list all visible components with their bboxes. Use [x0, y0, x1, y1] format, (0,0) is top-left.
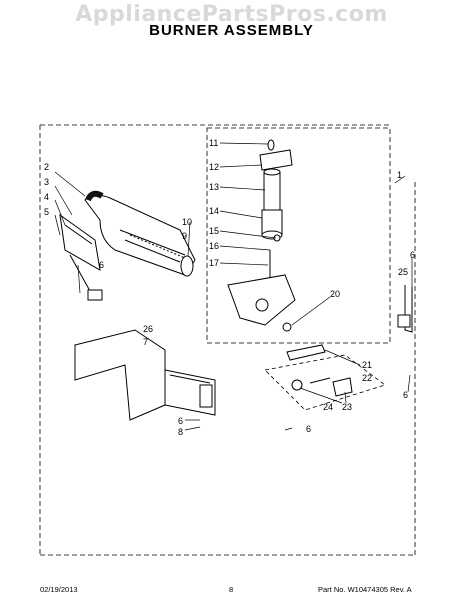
callout-24: 24 — [323, 402, 333, 412]
footer-page-number: 8 — [229, 585, 234, 594]
mounting-bracket-drawing — [74, 329, 216, 421]
callout-6a: 6 — [99, 260, 104, 270]
watermark-text: AppliancePartsPros.com — [75, 2, 388, 27]
page-title: BURNER ASSEMBLY — [149, 22, 314, 39]
callout-14: 14 — [209, 206, 219, 216]
callout-13: 13 — [209, 182, 219, 192]
callout-21: 21 — [362, 360, 372, 370]
callout-23: 23 — [342, 402, 352, 412]
footer-part-number: Part No. W10474305 Rev. A — [318, 585, 412, 594]
callout-7: 7 — [143, 337, 148, 347]
valve-small-parts-drawing — [286, 344, 353, 397]
callout-25: 25 — [398, 267, 408, 277]
callout-6d: 6 — [178, 416, 183, 426]
igniter-drawing — [259, 139, 293, 285]
callout-9: 9 — [182, 231, 187, 241]
callout-26: 26 — [143, 324, 153, 334]
callout-5: 5 — [44, 207, 49, 217]
outer-boundary — [39, 124, 416, 556]
right-bracket-drawing — [397, 285, 413, 333]
bracket-drawing — [59, 213, 103, 301]
callout-11: 11 — [209, 138, 218, 148]
callout-6e: 6 — [306, 424, 311, 434]
callout-2: 2 — [44, 162, 49, 172]
footer-date: 02/19/2013 — [40, 585, 78, 594]
valve-parts-boundary — [264, 354, 386, 411]
callout-15: 15 — [209, 226, 219, 236]
burner-tube-drawing — [84, 190, 196, 277]
callout-10: 10 — [182, 217, 192, 227]
callout-3: 3 — [44, 177, 49, 187]
callout-1: 1 — [397, 170, 402, 180]
callout-22: 22 — [362, 373, 372, 383]
leader-lines — [54, 142, 413, 431]
callout-12: 12 — [209, 162, 219, 172]
callout-6c: 6 — [403, 390, 408, 400]
inner-boundary — [206, 127, 391, 344]
callout-8: 8 — [178, 427, 183, 437]
callout-6b: 6 — [410, 250, 415, 260]
callout-4: 4 — [44, 192, 49, 202]
callout-20: 20 — [330, 289, 340, 299]
valve-body-drawing — [227, 274, 296, 332]
callout-16: 16 — [209, 241, 219, 251]
callout-17: 17 — [209, 258, 219, 268]
